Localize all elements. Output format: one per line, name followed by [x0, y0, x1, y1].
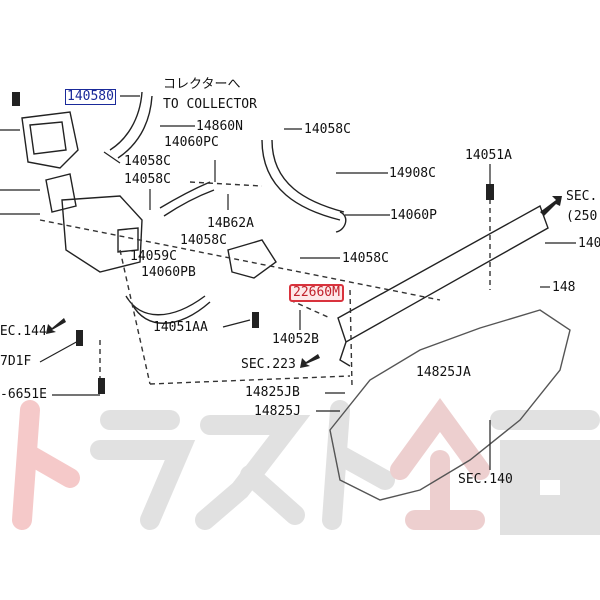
part-label-14059C[interactable]: 14059C: [130, 249, 177, 264]
bolt: [12, 92, 20, 106]
bolt: [76, 330, 83, 346]
hose-14060PB: [125, 295, 211, 324]
part-label-6651E[interactable]: -6651E: [0, 387, 47, 402]
part-label-14908C[interactable]: 14908C: [389, 166, 436, 181]
part-label-14825JA[interactable]: 14825JA: [416, 365, 471, 380]
part-label-14060P[interactable]: 14060P: [390, 208, 437, 223]
note-collector-jp: コレクターへ: [163, 77, 241, 92]
part-label-14058C[interactable]: 14058C: [124, 172, 171, 187]
part-label-140580[interactable]: 140580: [65, 89, 116, 105]
intake-manifold: [329, 309, 571, 501]
sec-label-223[interactable]: SEC.223: [241, 357, 296, 372]
watermark-char-to: [12, 400, 80, 530]
watermark-char-su: [195, 415, 311, 530]
fuel-rail: [337, 204, 549, 367]
bolt: [98, 378, 105, 394]
sec-label-right-sub: (250: [566, 209, 598, 224]
part-label-140-right[interactable]: 140: [578, 236, 600, 251]
arrow: [46, 318, 66, 334]
note-to-collector: TO COLLECTOR: [163, 97, 257, 112]
part-label-148-right[interactable]: 148: [552, 280, 576, 295]
bolt: [252, 312, 259, 328]
part-label-14825J[interactable]: 14825J: [254, 404, 301, 419]
watermark-char-ra: [90, 410, 196, 530]
arrow: [300, 354, 320, 368]
valve-22660M: [227, 239, 277, 279]
part-label-22660M-highlighted[interactable]: 22660M: [289, 284, 344, 302]
arrow: [540, 196, 562, 216]
part-label-14058C[interactable]: 14058C: [304, 122, 351, 137]
sec-label-140[interactable]: SEC.140: [458, 472, 513, 487]
part-label-14058C[interactable]: 14058C: [180, 233, 227, 248]
part-label-14058C[interactable]: 14058C: [124, 154, 171, 169]
part-label-14051AA[interactable]: 14051AA: [153, 320, 208, 335]
idle-valve-block: [61, 195, 143, 273]
part-label-14060PC[interactable]: 14060PC: [164, 135, 219, 150]
part-label-14060PB[interactable]: 14060PB: [141, 265, 196, 280]
part-label-14860N[interactable]: 14860N: [196, 119, 243, 134]
hose-14860N: [109, 91, 153, 159]
sec-label-right[interactable]: SEC.: [566, 189, 598, 204]
watermark-char-to2: [322, 400, 395, 530]
part-label-7D1F[interactable]: 7D1F: [0, 354, 32, 369]
part-label-14051A[interactable]: 14051A: [465, 148, 512, 163]
bolt: [486, 184, 494, 200]
part-label-14825JB[interactable]: 14825JB: [245, 385, 300, 400]
gasket: [45, 173, 77, 213]
hose-14060PC: [159, 181, 215, 217]
part-label-14B62A[interactable]: 14B62A: [207, 216, 254, 231]
throttle-body: [21, 111, 79, 169]
part-label-14052B[interactable]: 14052B: [272, 332, 319, 347]
watermark-char-ki: [390, 397, 490, 530]
watermark-char-kaku: [490, 410, 600, 535]
part-label-14058C[interactable]: 14058C: [342, 251, 389, 266]
sec-label-144[interactable]: SEC.144: [0, 324, 47, 339]
hose-14060P: [261, 139, 347, 233]
